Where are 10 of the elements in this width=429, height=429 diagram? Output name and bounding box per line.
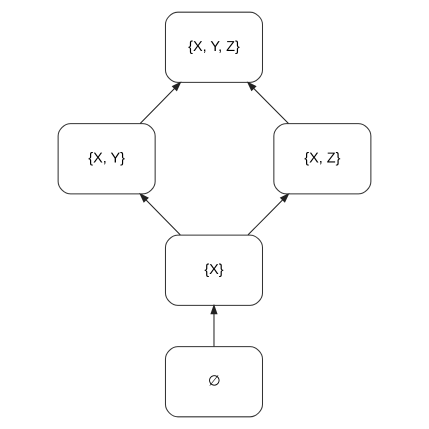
node-box: {X} (164, 234, 263, 306)
arrow (248, 192, 290, 236)
arrow (139, 192, 181, 236)
node-box: {X, Y, Z} (164, 12, 263, 83)
node-box: {X, Z} (273, 123, 372, 194)
arrow (210, 304, 218, 346)
arrow (246, 81, 289, 124)
node-box: ∅ (164, 346, 263, 418)
arrow (140, 81, 182, 124)
node-box: {X, Y} (58, 123, 156, 194)
